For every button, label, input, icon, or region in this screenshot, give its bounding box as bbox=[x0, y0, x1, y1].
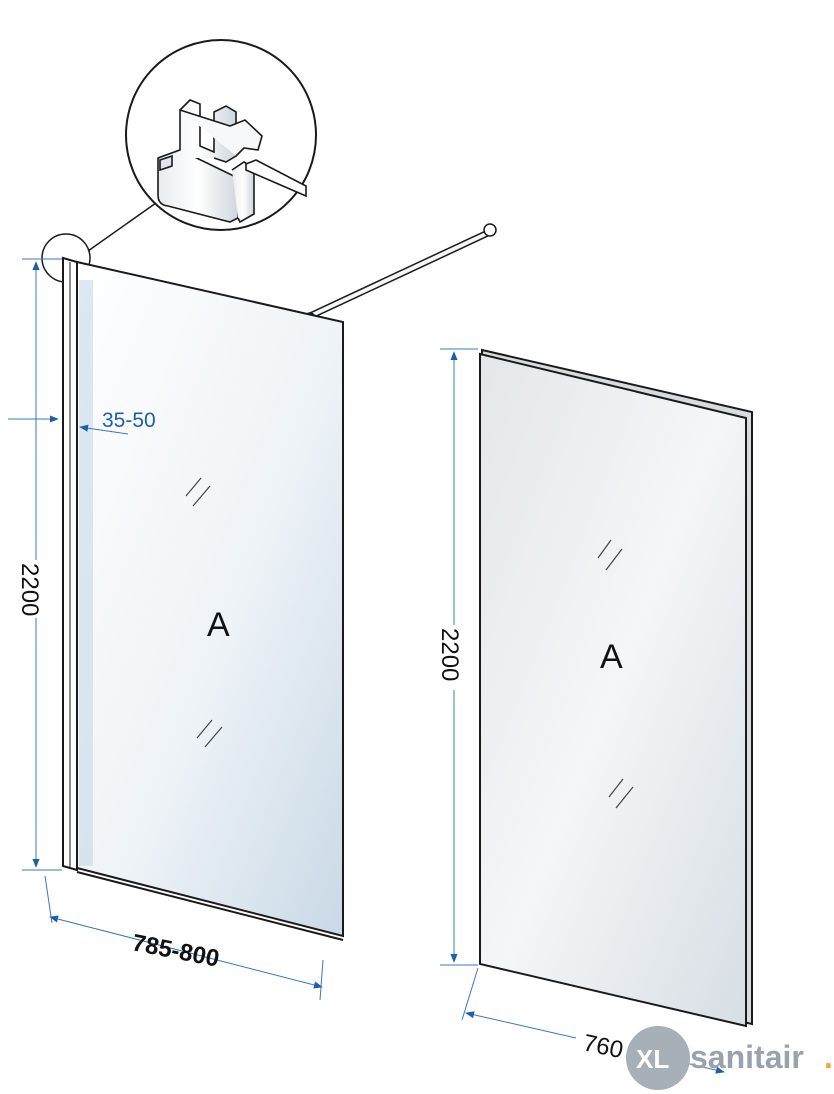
left-panel-label: A bbox=[207, 606, 230, 644]
right-panel-label: A bbox=[600, 638, 623, 676]
right-glass-reflection-marks bbox=[597, 539, 634, 809]
left-width-label: 785-800 bbox=[130, 929, 222, 972]
logo-dot: . bbox=[824, 1039, 833, 1075]
right-glass bbox=[479, 352, 747, 1028]
left-glass bbox=[76, 260, 344, 938]
stabilizer-end-cap bbox=[483, 223, 497, 237]
xlsanitair-logo: XL sanitair . bbox=[626, 1026, 833, 1090]
left-height-dimension: 2200 bbox=[16, 258, 62, 871]
wall-gap-label: 35-50 bbox=[102, 409, 156, 432]
right-height-label: 2200 bbox=[436, 628, 463, 681]
right-height-dimension: 2200 bbox=[436, 348, 478, 966]
logo-prefix: XL bbox=[636, 1044, 669, 1074]
glass-reflection-marks bbox=[185, 477, 223, 748]
right-width-label: 760 bbox=[581, 1029, 626, 1064]
logo-word: sanitair bbox=[690, 1039, 804, 1075]
left-glass-panel: A 2200 35-50 785-800 bbox=[8, 223, 497, 1001]
callout-leader-line bbox=[87, 202, 157, 252]
profile-detail-callout bbox=[41, 39, 317, 283]
wall-profile-icon bbox=[157, 99, 307, 224]
glass-seal-strip bbox=[79, 280, 93, 866]
left-height-label: 2200 bbox=[16, 563, 43, 616]
right-glass-panel: A 2200 760 bbox=[436, 348, 753, 1074]
logo-circle bbox=[626, 1026, 690, 1090]
wall-gap-dimension: 35-50 bbox=[8, 409, 156, 435]
